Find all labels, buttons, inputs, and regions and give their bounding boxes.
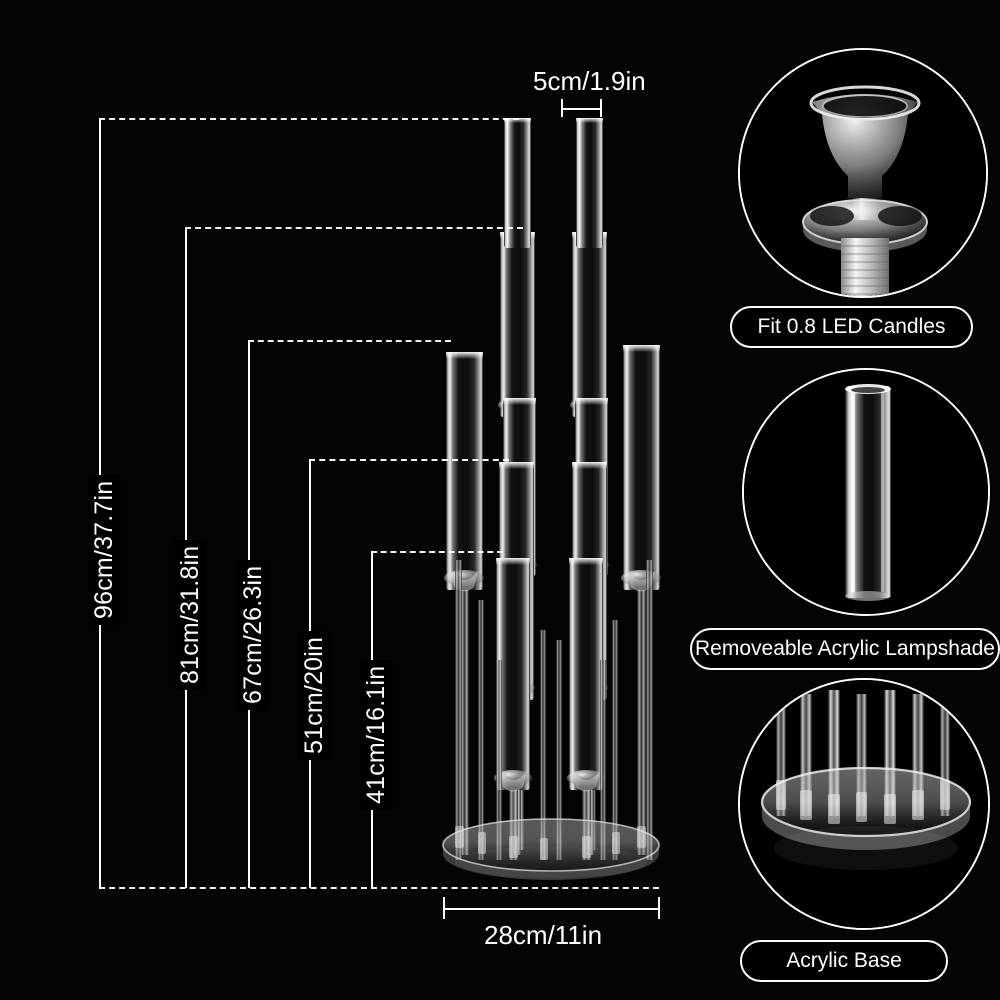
feature-panel-lampshade: Removeable Acrylic Lampshade: [690, 368, 1000, 670]
feature-badge-led-candle: Fit 0.8 LED Candles: [730, 306, 973, 348]
feature-badge-lampshade: Removeable Acrylic Lampshade: [690, 628, 1000, 670]
candelabra-arms: [442, 118, 661, 880]
feature-panel-base: Acrylic Base: [690, 678, 1000, 990]
dim-label-41: 41cm/16.1in: [360, 659, 393, 810]
dim-dash-41: [371, 551, 503, 553]
round-base-icon: [740, 680, 988, 928]
dim-dash-51: [309, 459, 509, 461]
top-width-label: 5cm/1.9in: [533, 66, 646, 96]
feature-caption-led-candle: Fit 0.8 LED Candles: [757, 315, 946, 338]
candle-cup-icon: [740, 50, 986, 296]
dim-dash-baseline: [99, 887, 659, 889]
bottom-width-bracket-line: [443, 908, 660, 910]
dim-dash-67: [248, 340, 451, 342]
feature-circle-base: [738, 678, 990, 930]
feature-panel-led-candle: Fit 0.8 LED Candles: [700, 48, 1000, 358]
arm-tier5-right: [567, 558, 605, 860]
dim-label-81: 81cm/31.8in: [174, 539, 207, 690]
top-width-bracket-line: [561, 108, 602, 110]
feature-circle-led-candle: [738, 48, 988, 298]
bottom-width-tick-right: [658, 897, 660, 919]
feature-badge-base: Acrylic Base: [740, 940, 948, 982]
feature-caption-lampshade: Removeable Acrylic Lampshade: [695, 637, 995, 660]
bottom-width-label: 28cm/11in: [484, 920, 603, 950]
dim-label-51: 51cm/20in: [298, 630, 331, 760]
dim-dash-81: [185, 227, 523, 229]
arm-tier5-left: [494, 558, 532, 860]
bottom-width-tick-left: [443, 897, 445, 919]
feature-circle-lampshade: [742, 368, 990, 616]
dim-label-67: 67cm/26.3in: [237, 559, 270, 710]
acrylic-base-disc: [442, 818, 660, 880]
feature-caption-base: Acrylic Base: [786, 949, 902, 972]
glass-tube-icon: [744, 370, 988, 614]
top-width-tick-right: [600, 99, 602, 117]
dim-label-96: 96cm/37.7in: [88, 474, 121, 625]
arm-tier3-outer-left: [444, 352, 484, 855]
base-support-rods: [455, 560, 653, 860]
top-width-tick-left: [561, 99, 563, 117]
arm-tier3-outer-right: [621, 345, 661, 855]
dim-dash-top-96: [99, 118, 519, 120]
